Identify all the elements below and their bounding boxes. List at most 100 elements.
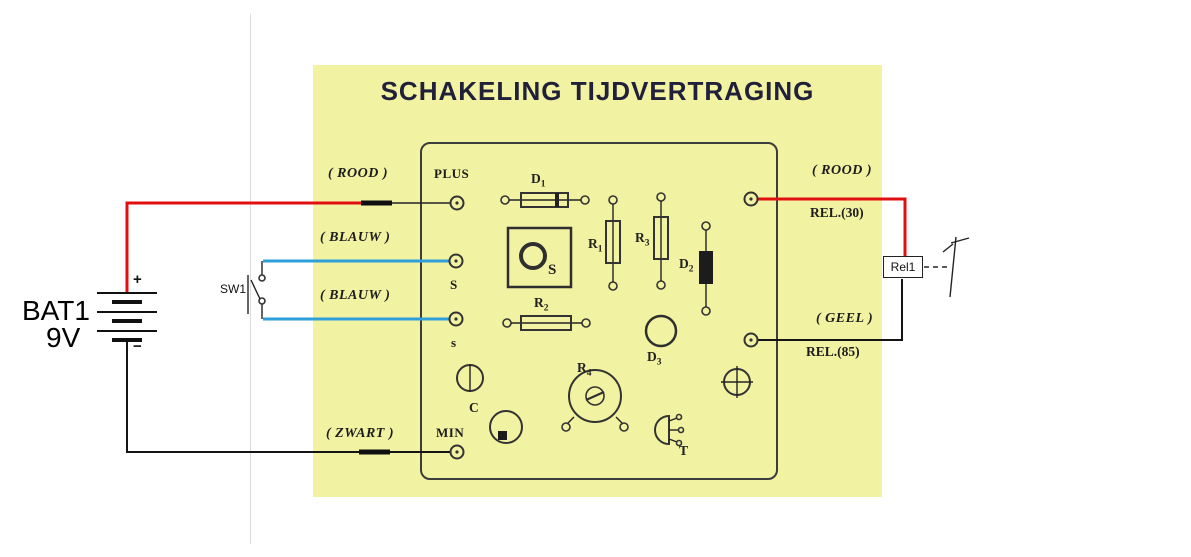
component-small-round bbox=[456, 364, 484, 392]
label-r1-main: R bbox=[588, 236, 598, 251]
label-r1: R1 bbox=[588, 236, 603, 255]
terminal-s-bottom-hole bbox=[454, 317, 458, 321]
terminal-min-hole bbox=[455, 450, 459, 454]
terminal-s-bottom-label: s bbox=[451, 335, 457, 350]
label-r3-main: R bbox=[635, 230, 645, 245]
d1-pad-left bbox=[500, 195, 510, 205]
r4-pad-right bbox=[619, 422, 629, 432]
label-d1-sub: 1 bbox=[540, 179, 546, 190]
d2-body bbox=[699, 251, 713, 284]
r4-screw bbox=[585, 386, 605, 406]
terminal-rel85-hole bbox=[749, 338, 753, 342]
label-d1: D1 bbox=[531, 171, 546, 190]
battery-minus-sign: − bbox=[133, 338, 142, 355]
t-pad-2 bbox=[677, 426, 685, 434]
switch-symbol bbox=[247, 274, 266, 314]
t-leg-3 bbox=[668, 438, 678, 443]
scanned-paper-background bbox=[313, 65, 882, 497]
r3-pad-top bbox=[656, 192, 666, 202]
switch-contact-top bbox=[258, 274, 266, 282]
label-rel30: REL.(30) bbox=[810, 205, 864, 220]
terminal-min-label: MIN bbox=[436, 425, 465, 440]
label-s-block-main: S bbox=[548, 262, 557, 278]
t-pad-1 bbox=[675, 413, 683, 421]
component-d2-diode bbox=[699, 221, 713, 316]
label-blauw-top: ( BLAUW ) bbox=[320, 230, 391, 245]
c-body bbox=[489, 410, 523, 444]
label-r4-main: R bbox=[577, 360, 587, 375]
label-rood-right: ( ROOD ) bbox=[812, 163, 872, 178]
wire-rel30-red bbox=[757, 197, 907, 257]
battery-symbol bbox=[97, 292, 157, 342]
wire-rel85-black bbox=[758, 279, 903, 341]
label-t: T bbox=[679, 443, 688, 459]
terminal-plus-hole bbox=[455, 201, 459, 205]
r4-body bbox=[568, 369, 622, 423]
switch-lever bbox=[250, 279, 261, 300]
d1-body bbox=[520, 192, 569, 208]
terminal-s-bottom bbox=[448, 311, 464, 327]
terminal-plus-label: PLUS bbox=[434, 166, 470, 181]
label-c-main: C bbox=[469, 400, 479, 415]
label-r1-sub: 1 bbox=[597, 244, 603, 255]
terminal-min bbox=[449, 444, 465, 460]
relay-contact-tick-top bbox=[950, 237, 970, 244]
scan-artifact-line bbox=[250, 14, 251, 544]
component-c-capacitor bbox=[489, 410, 523, 444]
label-d3-sub: 3 bbox=[656, 357, 662, 368]
wire-battery-minus-black bbox=[126, 340, 450, 453]
label-blauw-bottom: ( BLAUW ) bbox=[320, 288, 391, 303]
relay-coil-box: Rel1 bbox=[883, 256, 923, 278]
terminal-rel85 bbox=[743, 332, 759, 348]
r2-pad-left bbox=[502, 318, 512, 328]
component-r4-trimmer bbox=[561, 369, 629, 432]
diagram-title: SCHAKELING TIJDVERTRAGING bbox=[380, 76, 815, 106]
terminal-s-top-label: S bbox=[450, 277, 458, 292]
label-d2: D2 bbox=[679, 256, 694, 275]
label-d2-main: D bbox=[679, 256, 689, 271]
t-leg-1 bbox=[668, 417, 678, 422]
label-d1-main: D bbox=[531, 171, 541, 186]
terminal-s-top bbox=[448, 253, 464, 269]
battery-plus-sign: + bbox=[133, 271, 142, 288]
label-r4: R4 bbox=[577, 360, 592, 379]
component-d3-led bbox=[644, 314, 678, 348]
s-block-outline bbox=[506, 226, 573, 289]
r1-pad-bottom bbox=[608, 281, 618, 291]
label-r3: R3 bbox=[635, 230, 650, 249]
component-d1-diode bbox=[500, 192, 590, 208]
board-terminals bbox=[448, 191, 759, 460]
label-r3-sub: 3 bbox=[644, 238, 650, 249]
relay-label: Rel1 bbox=[890, 260, 916, 274]
d2-pad-top bbox=[701, 221, 711, 231]
label-r2: R2 bbox=[534, 295, 549, 314]
component-r3-resistor bbox=[653, 192, 669, 290]
component-t-transistor bbox=[654, 413, 685, 447]
wire-battery-plus-red bbox=[125, 201, 381, 293]
terminal-s-top-hole bbox=[454, 259, 458, 263]
t-pad-3 bbox=[675, 439, 683, 447]
component-s-block bbox=[506, 226, 573, 289]
r3-body bbox=[653, 216, 669, 260]
relay-contact-blade bbox=[949, 236, 957, 298]
label-r2-sub: 2 bbox=[543, 303, 549, 314]
t-body bbox=[654, 414, 670, 446]
r4-screw-slot bbox=[585, 390, 605, 402]
s-block-ring bbox=[519, 242, 547, 270]
label-r2-main: R bbox=[534, 295, 544, 310]
terminal-plus bbox=[449, 195, 465, 211]
label-zwart: ( ZWART ) bbox=[326, 426, 395, 441]
component-crosshair-circle bbox=[721, 366, 753, 398]
label-d3-main: D bbox=[647, 349, 657, 364]
component-r1-resistor bbox=[605, 195, 621, 291]
r2-body bbox=[520, 315, 572, 331]
label-rel85: REL.(85) bbox=[806, 344, 860, 359]
r1-body bbox=[605, 220, 621, 264]
d2-pad-bottom bbox=[701, 306, 711, 316]
d1-pad-right bbox=[580, 195, 590, 205]
component-r2-resistor bbox=[502, 315, 591, 331]
r4-pad-left bbox=[561, 422, 571, 432]
c-polarity-mark bbox=[498, 431, 507, 440]
